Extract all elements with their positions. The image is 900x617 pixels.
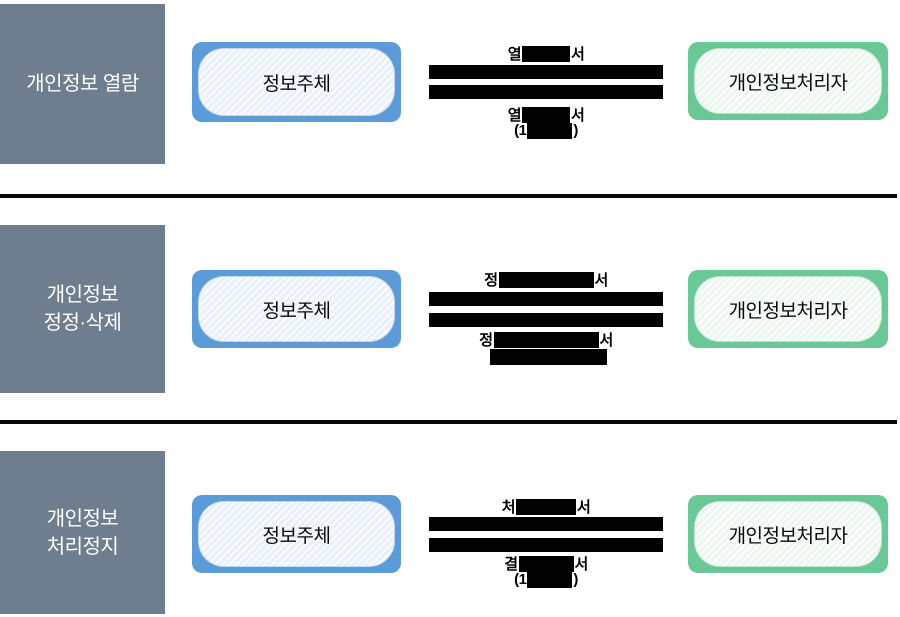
subject-box: 정보주체: [192, 42, 401, 122]
response-label-line1: 열 서: [429, 106, 663, 124]
processor-label: 개인정보처리자: [694, 276, 882, 342]
response-label-line2: (1 ): [429, 122, 663, 139]
response-label-line2-redacted: [490, 349, 607, 365]
subject-label: 정보주체: [198, 48, 395, 116]
response-deadline-right: ): [573, 571, 578, 588]
response-label-line2: (1 ): [429, 571, 663, 588]
redaction-bar: [516, 498, 576, 515]
response-deadline-left: (1: [514, 571, 527, 588]
request-arrow-redacted: [429, 65, 663, 79]
response-label-right: 서: [599, 332, 614, 349]
section-divider: [0, 194, 897, 198]
request-label: 정 서: [429, 271, 663, 289]
request-arrow-redacted: [429, 292, 663, 306]
request-label-left: 열: [507, 46, 522, 63]
redaction-bar: [522, 45, 570, 62]
category-label-access: 개인정보 열람: [0, 4, 165, 164]
response-deadline-left: (1: [514, 122, 527, 139]
redaction-bar: [518, 555, 574, 572]
request-arrow-redacted: [429, 517, 663, 531]
section-divider: [0, 420, 897, 424]
category-line: 정정·삭제: [43, 312, 122, 334]
response-label-left: 결: [504, 556, 518, 573]
category-label-suspension: 개인정보 처리정지: [0, 451, 165, 614]
redaction-bar: [522, 106, 570, 123]
response-label-line1: 정 서: [429, 331, 663, 349]
subject-box: 정보주체: [192, 270, 401, 348]
response-label-left: 열: [507, 107, 522, 124]
redaction-bar: [493, 331, 599, 348]
request-label-left: 처: [501, 499, 516, 516]
response-arrow-redacted: [429, 313, 663, 327]
processor-label: 개인정보처리자: [694, 501, 882, 567]
response-label-right: 서: [571, 107, 585, 124]
redaction-bar: [527, 122, 573, 139]
request-label-left: 정: [484, 272, 498, 289]
redaction-bar: [498, 271, 594, 288]
response-label-left: 정: [479, 332, 493, 349]
response-deadline-right: ): [573, 122, 578, 139]
response-label-right: 서: [574, 556, 589, 573]
category-line: 개인정보: [46, 284, 119, 306]
response-label-line1: 결 서: [429, 555, 663, 573]
processor-box: 개인정보처리자: [688, 270, 888, 348]
subject-label: 정보주체: [198, 501, 395, 567]
processor-box: 개인정보처리자: [688, 495, 888, 573]
subject-label: 정보주체: [198, 276, 395, 342]
category-line: 개인정보: [46, 507, 119, 530]
category-label-correction: 개인정보 정정·삭제: [0, 225, 165, 393]
response-arrow-redacted: [429, 85, 663, 99]
subject-box: 정보주체: [192, 495, 401, 573]
category-line: 처리정지: [46, 535, 119, 558]
redaction-bar: [527, 571, 573, 588]
request-label: 처 서: [429, 498, 663, 516]
category-line: 개인정보 열람: [26, 73, 139, 95]
request-label-right: 서: [577, 499, 591, 516]
processor-box: 개인정보처리자: [688, 42, 888, 120]
request-label-right: 서: [594, 272, 609, 289]
response-arrow-redacted: [429, 538, 663, 552]
request-label: 열 서: [429, 45, 663, 63]
processor-label: 개인정보처리자: [694, 48, 882, 114]
request-label-right: 서: [571, 46, 585, 63]
